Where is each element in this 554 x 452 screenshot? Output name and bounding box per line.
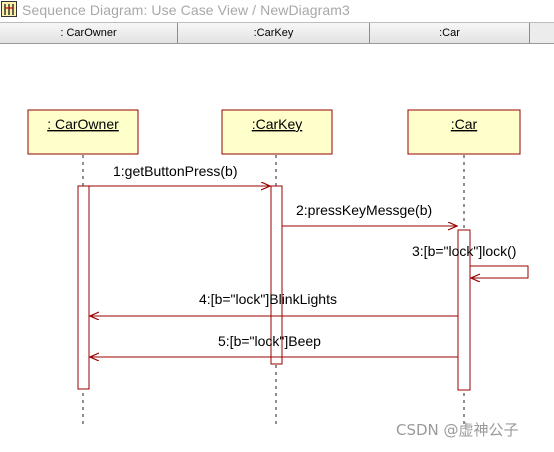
column-header-carkey[interactable]: :CarKey — [178, 23, 370, 43]
lifeline-header-bar: : CarOwner :CarKey :Car — [0, 22, 554, 44]
message-label-1: 1:getButtonPress(b) — [113, 163, 238, 179]
window-title: Sequence Diagram: Use Case View / NewDia… — [22, 2, 350, 18]
message-label-3: 3:[b="lock"]lock() — [412, 243, 516, 259]
object-label-carowner: : CarOwner — [47, 116, 119, 132]
title-bar: Sequence Diagram: Use Case View / NewDia… — [0, 0, 554, 22]
object-carowner[interactable]: : CarOwner — [27, 109, 139, 155]
message-arrow-3[interactable] — [470, 265, 529, 278]
column-header-carowner[interactable]: : CarOwner — [0, 23, 178, 43]
object-car[interactable]: :Car — [407, 109, 521, 155]
sequence-diagram-icon — [1, 1, 17, 17]
activation-car[interactable] — [457, 229, 471, 391]
object-carkey[interactable]: :CarKey — [221, 109, 333, 155]
activation-carowner[interactable] — [77, 185, 90, 390]
message-label-5: 5:[b="lock"]Beep — [218, 333, 321, 349]
object-label-carkey: :CarKey — [252, 116, 303, 132]
message-label-4: 4:[b="lock"]BlinkLights — [199, 291, 337, 307]
activation-carkey[interactable] — [270, 185, 283, 365]
sequence-diagram: : CarOwner :CarKey :Car 1:getButtonPress… — [27, 109, 529, 426]
column-header-car[interactable]: :Car — [370, 23, 530, 43]
sequence-diagram-canvas: : CarOwner :CarKey :Car 1:getButtonPress… — [0, 44, 554, 447]
watermark: CSDN @虚神公子 — [396, 421, 519, 439]
object-label-car: :Car — [451, 116, 478, 132]
message-label-2: 2:pressKeyMessge(b) — [296, 202, 432, 218]
